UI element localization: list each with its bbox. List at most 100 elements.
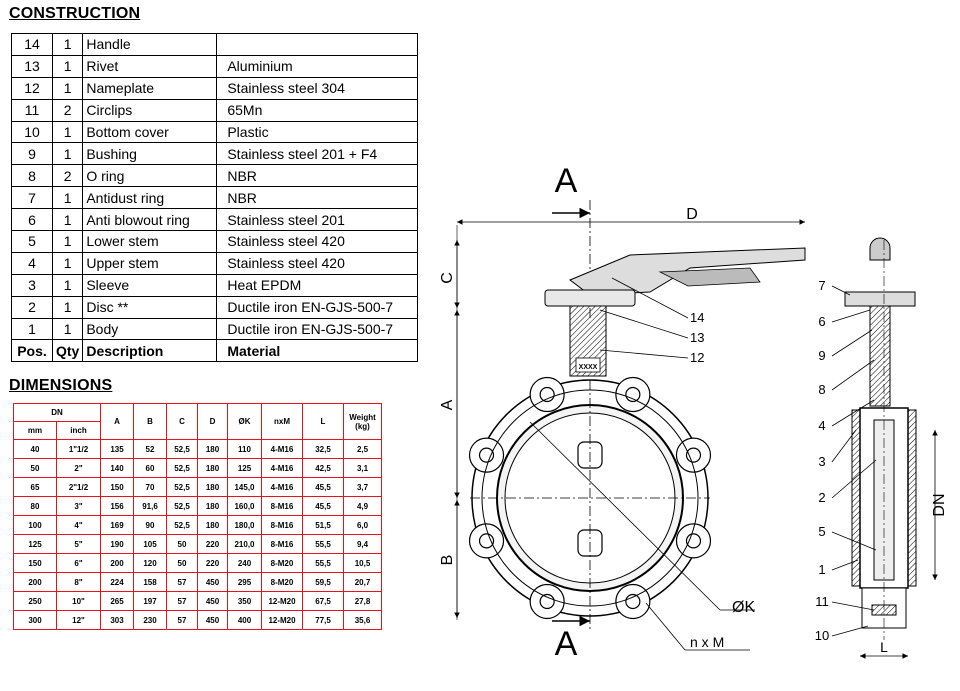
dimensions-cell: 4" — [56, 515, 101, 535]
dimensions-cell: 180,0 — [227, 515, 262, 535]
dimensions-cell: 10" — [56, 591, 101, 611]
dimensions-cell: 125 — [227, 458, 262, 478]
dimensions-cell: 120 — [133, 553, 167, 573]
dimensions-cell: 5" — [56, 534, 101, 554]
construction-cell-description: Body — [82, 317, 218, 341]
construction-cell-pos: 6 — [11, 208, 53, 232]
dimensions-cell: 42,5 — [302, 458, 344, 478]
dimension-l-label: L — [880, 639, 888, 655]
mm-header: mm — [13, 421, 57, 440]
construction-cell-pos: 14 — [11, 33, 53, 56]
dimensions-cell: 10,5 — [343, 553, 382, 573]
dimensions-cell: 303 — [100, 610, 134, 630]
construction-cell-qty: 1 — [51, 230, 84, 253]
dimensions-cell: 8-M16 — [261, 534, 303, 554]
dimensions-cell: 52 — [133, 439, 167, 459]
dimensions-cell: 230 — [133, 610, 167, 630]
construction-cell-description: Sleeve — [82, 273, 218, 297]
dimensions-cell: 2,5 — [343, 439, 382, 459]
side-callout-label: 9 — [818, 348, 825, 363]
dimensions-cell: 156 — [100, 496, 134, 516]
dimensions-cell: 300 — [13, 610, 57, 630]
construction-cell-material: Ductile iron EN-GJS-500-7 — [216, 317, 419, 341]
dimensions-cell: 197 — [133, 591, 167, 611]
side-callout-leader — [831, 399, 875, 427]
nameplate-text: XXXX — [579, 364, 598, 371]
dimensions-cell: 220 — [197, 553, 228, 573]
dimensions-cell: 50 — [166, 553, 198, 573]
construction-cell-description: Lower stem — [82, 230, 218, 253]
construction-header-pos: Pos. — [11, 339, 53, 363]
dimensions-cell: 2"1/2 — [56, 477, 101, 497]
dimensions-cell: 4-M16 — [261, 439, 303, 459]
bolt-hole — [539, 386, 555, 403]
dimensions-cell: 140 — [100, 458, 134, 478]
bolt-hole — [478, 447, 495, 463]
b-header: B — [133, 403, 167, 440]
dimension-k-label: ØK — [732, 599, 755, 616]
construction-cell-description: Rivet — [82, 54, 218, 78]
construction-cell-description: Disc ** — [82, 295, 218, 319]
construction-cell-description: Nameplate — [82, 76, 218, 100]
c-header: C — [166, 403, 198, 440]
construction-cell-pos: 3 — [11, 273, 53, 297]
construction-cell-qty: 1 — [51, 186, 84, 210]
construction-cell-description: Bottom cover — [82, 120, 218, 144]
dimensions-subheader-row: mm inch — [13, 421, 382, 440]
dimensions-cell: 35,6 — [343, 610, 382, 630]
dimension-c-label: C — [439, 272, 456, 284]
dimensions-cell: 110 — [227, 439, 262, 459]
dimensions-cell: 150 — [100, 477, 134, 497]
side-callout-leader — [831, 531, 877, 551]
side-callout-leader — [831, 359, 875, 391]
construction-cell-qty: 1 — [51, 273, 84, 297]
construction-cell-pos: 10 — [11, 120, 53, 144]
construction-cell-material: Heat EPDM — [216, 273, 419, 297]
dimensions-cell: 52,5 — [166, 515, 198, 535]
construction-cell-qty: 1 — [51, 317, 84, 341]
front-callout-label: 13 — [690, 330, 704, 345]
dimensions-cell: 190 — [100, 534, 134, 554]
construction-cell-material: Stainless steel 201 + F4 — [216, 142, 419, 166]
side-callout-leader — [831, 625, 869, 637]
dimensions-cell: 158 — [133, 572, 167, 592]
dimensions-cell: 52,5 — [166, 458, 198, 478]
dimensions-cell: 350 — [227, 591, 262, 611]
construction-cell-material: Stainless steel 420 — [216, 230, 419, 253]
dimensions-cell: 400 — [227, 610, 262, 630]
dimensions-cell: 180 — [197, 439, 228, 459]
construction-cell-description: O ring — [82, 164, 218, 188]
construction-cell-pos: 12 — [11, 76, 53, 100]
dimensions-cell: 51,5 — [302, 515, 344, 535]
side-callout-leader — [831, 285, 851, 296]
handle-trigger — [658, 267, 761, 287]
dimensions-cell: 57 — [166, 591, 198, 611]
construction-cell-material: Aluminium — [216, 54, 419, 78]
dimensions-cell: 90 — [133, 515, 167, 535]
side-callout-leader — [831, 601, 875, 611]
dimensions-cell: 12-M20 — [261, 610, 303, 630]
construction-cell-material: NBR — [216, 186, 419, 210]
dn-header: DN — [13, 403, 101, 422]
construction-cell-pos: 9 — [11, 142, 53, 166]
nxm-leader — [645, 602, 686, 651]
bolt-hole — [685, 533, 702, 549]
bolt-hole — [685, 447, 702, 463]
construction-cell-qty: 1 — [51, 251, 84, 275]
side-callout-leader — [831, 429, 857, 463]
dimensions-cell: 200 — [100, 553, 134, 573]
dimensions-cell: 32,5 — [302, 439, 344, 459]
dimensions-cell: 8-M20 — [261, 553, 303, 573]
side-callout-label: 2 — [818, 490, 825, 505]
bolt-hole — [625, 593, 641, 610]
